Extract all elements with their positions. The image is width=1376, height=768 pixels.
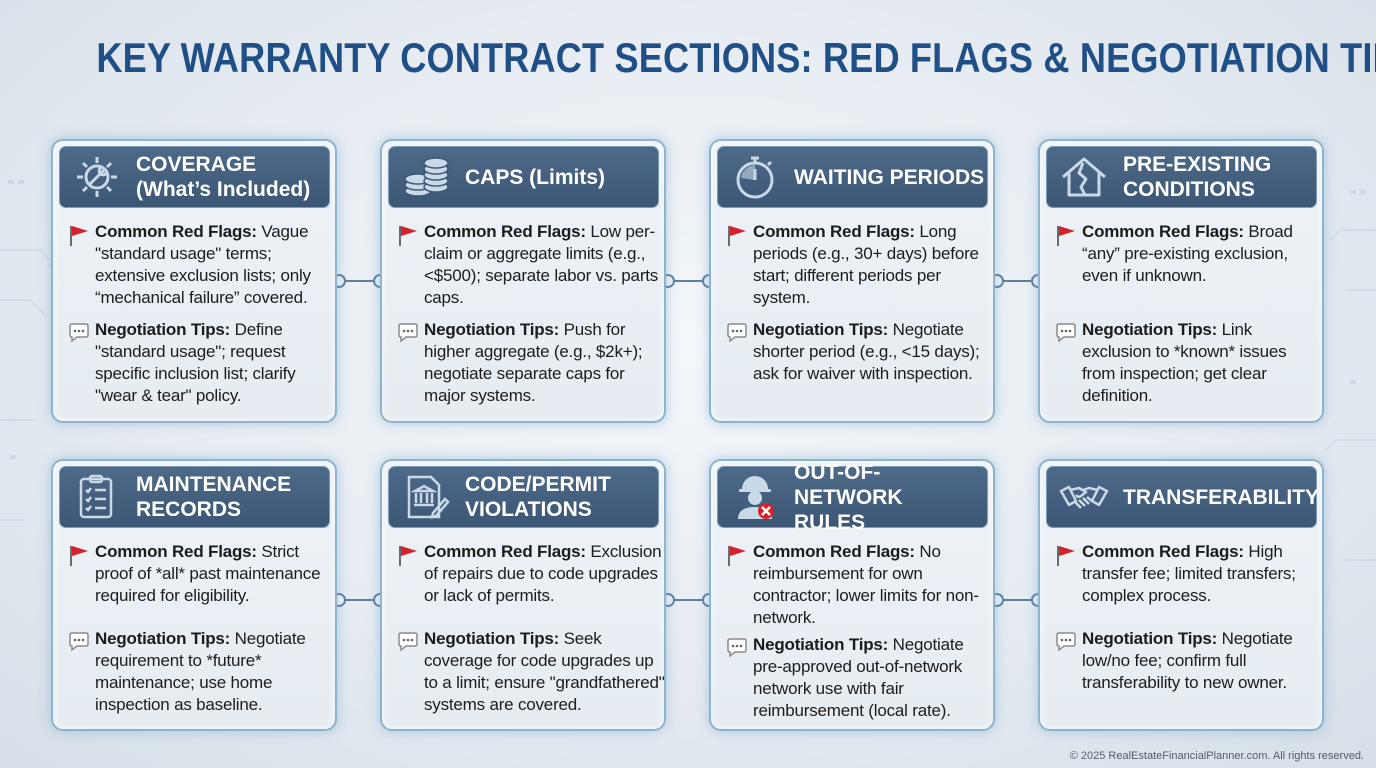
red-flags-label: Common Red Flags: bbox=[1082, 222, 1244, 241]
tips-label: Negotiation Tips: bbox=[95, 629, 231, 648]
card-code-permit: CODE/PERMIT VIOLATIONS Common Red Flags:… bbox=[380, 459, 666, 731]
speech-bubble-icon bbox=[67, 628, 93, 716]
red-flags-label: Common Red Flags: bbox=[753, 222, 915, 241]
card-header: CAPS (Limits) bbox=[388, 146, 659, 208]
red-flags-text: Vague "standard usage" terms; extensive … bbox=[95, 222, 311, 307]
tips-text: Seek coverage for code upgrades up to a … bbox=[424, 629, 665, 714]
card-coverage: COVERAGE (What’s Included) Common Red Fl… bbox=[51, 139, 337, 423]
red-flags-label: Common Red Flags: bbox=[424, 542, 586, 561]
red-flags-label: Common Red Flags: bbox=[753, 542, 915, 561]
red-flags-label: Common Red Flags: bbox=[95, 222, 257, 241]
red-flags-label: Common Red Flags: bbox=[1082, 542, 1244, 561]
cracked-house-icon bbox=[1057, 152, 1111, 202]
card-title: COVERAGE (What’s Included) bbox=[136, 153, 311, 201]
card-pre-existing: PRE-EXISTING CONDITIONS Common Red Flags… bbox=[1038, 139, 1324, 423]
tips-text: Negotiate pre-approved out-of-network ne… bbox=[753, 635, 964, 720]
red-flags-section: Common Red Flags: Long periods (e.g., 30… bbox=[725, 221, 995, 309]
card-transferability: TRANSFERABILITY Common Red Flags: High t… bbox=[1038, 459, 1324, 731]
page-title: KEY WARRANTY CONTRACT SECTIONS: RED FLAG… bbox=[96, 34, 1376, 81]
red-flags-text: High transfer fee; limited transfers; co… bbox=[1082, 542, 1296, 605]
tips-section: Negotiation Tips: Negotiate pre-approved… bbox=[725, 634, 995, 722]
tips-text: Negotiate low/no fee; confirm full trans… bbox=[1082, 629, 1293, 692]
tips-text: Push for higher aggregate (e.g., $2k+); … bbox=[424, 320, 643, 405]
tips-section: Negotiation Tips: Link exclusion to *kno… bbox=[1054, 319, 1324, 407]
card-header: MAINTENANCE RECORDS bbox=[59, 466, 330, 528]
handshake-icon bbox=[1057, 472, 1111, 522]
stopwatch-icon bbox=[728, 152, 782, 202]
tips-label: Negotiation Tips: bbox=[95, 320, 231, 339]
clipboard-checklist-icon bbox=[70, 472, 124, 522]
red-flag-icon bbox=[725, 221, 751, 309]
gear-wrench-icon bbox=[70, 152, 124, 202]
card-title: CODE/PERMIT VIOLATIONS bbox=[465, 473, 611, 521]
speech-bubble-icon bbox=[1054, 628, 1080, 694]
red-flag-icon bbox=[67, 541, 93, 607]
red-flags-section: Common Red Flags: Exclusion of repairs d… bbox=[396, 541, 666, 607]
red-flag-icon bbox=[396, 541, 422, 607]
card-out-of-network: OUT-OF-NETWORK RULES Common Red Flags: N… bbox=[709, 459, 995, 731]
card-header: TRANSFERABILITY bbox=[1046, 466, 1319, 528]
card-title: TRANSFERABILITY bbox=[1123, 485, 1319, 509]
red-flag-icon bbox=[67, 221, 93, 309]
card-header: WAITING PERIODS bbox=[717, 146, 988, 208]
tips-text: Negotiate shorter period (e.g., <15 days… bbox=[753, 320, 980, 383]
tips-label: Negotiation Tips: bbox=[1082, 629, 1218, 648]
tips-label: Negotiation Tips: bbox=[424, 629, 560, 648]
red-flag-icon bbox=[1054, 221, 1080, 287]
red-flag-icon bbox=[1054, 541, 1080, 607]
coin-stack-icon bbox=[399, 152, 453, 202]
red-flags-text: Strict proof of *all* past maintenance r… bbox=[95, 542, 321, 605]
red-flags-text: Long periods (e.g., 30+ days) before sta… bbox=[753, 222, 979, 307]
red-flag-icon bbox=[725, 541, 751, 629]
card-waiting-periods: WAITING PERIODS Common Red Flags: Long p… bbox=[709, 139, 995, 423]
red-flags-section: Common Red Flags: No reimbursement for o… bbox=[725, 541, 995, 629]
card-header: OUT-OF-NETWORK RULES bbox=[717, 461, 988, 534]
tips-text: Negotiate requirement to *future* mainte… bbox=[95, 629, 306, 714]
red-flags-label: Common Red Flags: bbox=[95, 542, 257, 561]
card-title: OUT-OF-NETWORK RULES bbox=[794, 460, 903, 534]
red-flags-section: Common Red Flags: High transfer fee; lim… bbox=[1054, 541, 1324, 607]
tips-section: Negotiation Tips: Negotiate low/no fee; … bbox=[1054, 628, 1324, 694]
red-flag-icon bbox=[396, 221, 422, 309]
red-flags-text: No reimbursement for own contractor; low… bbox=[753, 542, 979, 627]
red-flags-section: Common Red Flags: Broad “any” pre-existi… bbox=[1054, 221, 1324, 287]
tips-label: Negotiation Tips: bbox=[1082, 320, 1218, 339]
red-flags-label: Common Red Flags: bbox=[424, 222, 586, 241]
tips-label: Negotiation Tips: bbox=[753, 635, 889, 654]
red-flags-text: Low per-claim or aggregate limits (e.g.,… bbox=[424, 222, 659, 307]
tips-text: Link exclusion to *known* issues from in… bbox=[1082, 320, 1287, 405]
card-header: PRE-EXISTING CONDITIONS bbox=[1046, 146, 1317, 208]
copyright-footer: © 2025 RealEstateFinancialPlanner.com. A… bbox=[1069, 750, 1364, 762]
card-title: CAPS (Limits) bbox=[465, 165, 606, 189]
speech-bubble-icon bbox=[725, 319, 751, 385]
red-flags-section: Common Red Flags: Vague "standard usage"… bbox=[67, 221, 337, 309]
speech-bubble-icon bbox=[396, 319, 422, 407]
speech-bubble-icon bbox=[725, 634, 751, 722]
card-title: WAITING PERIODS bbox=[794, 165, 985, 189]
tips-section: Negotiation Tips: Negotiate shorter peri… bbox=[725, 319, 995, 385]
tips-section: Negotiation Tips: Push for higher aggreg… bbox=[396, 319, 666, 407]
tips-text: Define "standard usage"; request specifi… bbox=[95, 320, 296, 405]
red-flags-section: Common Red Flags: Low per-claim or aggre… bbox=[396, 221, 666, 309]
document-building-icon bbox=[399, 472, 453, 522]
card-header: COVERAGE (What’s Included) bbox=[59, 146, 330, 208]
red-flags-section: Common Red Flags: Strict proof of *all* … bbox=[67, 541, 337, 607]
card-title: MAINTENANCE RECORDS bbox=[136, 473, 292, 521]
tips-section: Negotiation Tips: Define "standard usage… bbox=[67, 319, 337, 407]
card-header: CODE/PERMIT VIOLATIONS bbox=[388, 466, 659, 528]
red-flags-text: Broad “any” pre-existing exclusion, even… bbox=[1082, 222, 1293, 285]
tips-label: Negotiation Tips: bbox=[424, 320, 560, 339]
tips-section: Negotiation Tips: Negotiate requirement … bbox=[67, 628, 337, 716]
tips-label: Negotiation Tips: bbox=[753, 320, 889, 339]
red-flags-text: Exclusion of repairs due to code upgrade… bbox=[424, 542, 662, 605]
tips-section: Negotiation Tips: Seek coverage for code… bbox=[396, 628, 666, 716]
worker-denied-icon bbox=[728, 472, 782, 522]
card-maintenance-records: MAINTENANCE RECORDS Common Red Flags: St… bbox=[51, 459, 337, 731]
speech-bubble-icon bbox=[396, 628, 422, 716]
speech-bubble-icon bbox=[67, 319, 93, 407]
card-caps: CAPS (Limits) Common Red Flags: Low per-… bbox=[380, 139, 666, 423]
speech-bubble-icon bbox=[1054, 319, 1080, 407]
card-title: PRE-EXISTING CONDITIONS bbox=[1123, 153, 1272, 201]
